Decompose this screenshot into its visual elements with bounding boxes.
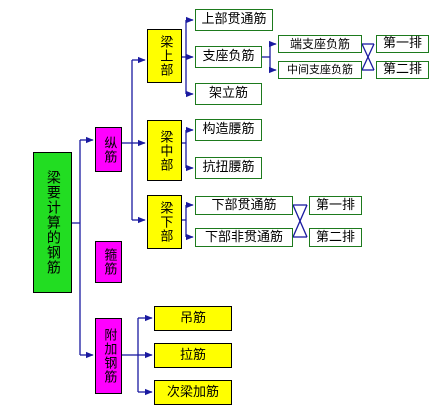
gujin-node: 箍筋 bbox=[95, 241, 122, 283]
fujia-gangjin-node: 附加钢筋 bbox=[95, 318, 122, 394]
diyipai-upper-node: 第一排 bbox=[376, 35, 429, 53]
diaojin-node: 吊筋 bbox=[154, 306, 232, 331]
ciliang-jiajin-node: 次梁加筋 bbox=[154, 380, 232, 405]
diyipai-lower-node: 第一排 bbox=[309, 196, 362, 215]
kangniu-yaojin-node: 抗扭腰筋 bbox=[195, 157, 262, 179]
xiabu-guantong-node: 下部贯通筋 bbox=[195, 196, 293, 215]
liang-shang-node: 梁上部 bbox=[147, 29, 182, 83]
dierpai-upper-node: 第二排 bbox=[376, 61, 429, 79]
zhizuo-fujin-node: 支座负筋 bbox=[195, 46, 262, 68]
root-node: 梁要计算的钢筋 bbox=[33, 152, 72, 293]
zongjin-node: 纵筋 bbox=[95, 127, 122, 172]
shangbu-guantong-node: 上部贯通筋 bbox=[195, 9, 273, 31]
liang-xia-node: 梁下部 bbox=[147, 195, 182, 249]
lajin-node: 拉筋 bbox=[154, 343, 232, 368]
jiali-node: 架立筋 bbox=[195, 83, 262, 105]
gouzao-yaojin-node: 构造腰筋 bbox=[195, 119, 262, 141]
duan-zhizuo-node: 端支座负筋 bbox=[278, 35, 362, 53]
zhongjian-zhizuo-node: 中间支座负筋 bbox=[278, 61, 362, 79]
xiabu-feiguantong-node: 下部非贯通筋 bbox=[195, 228, 293, 247]
liang-zhong-node: 梁中部 bbox=[147, 120, 182, 181]
dierpai-lower-node: 第二排 bbox=[309, 228, 362, 247]
